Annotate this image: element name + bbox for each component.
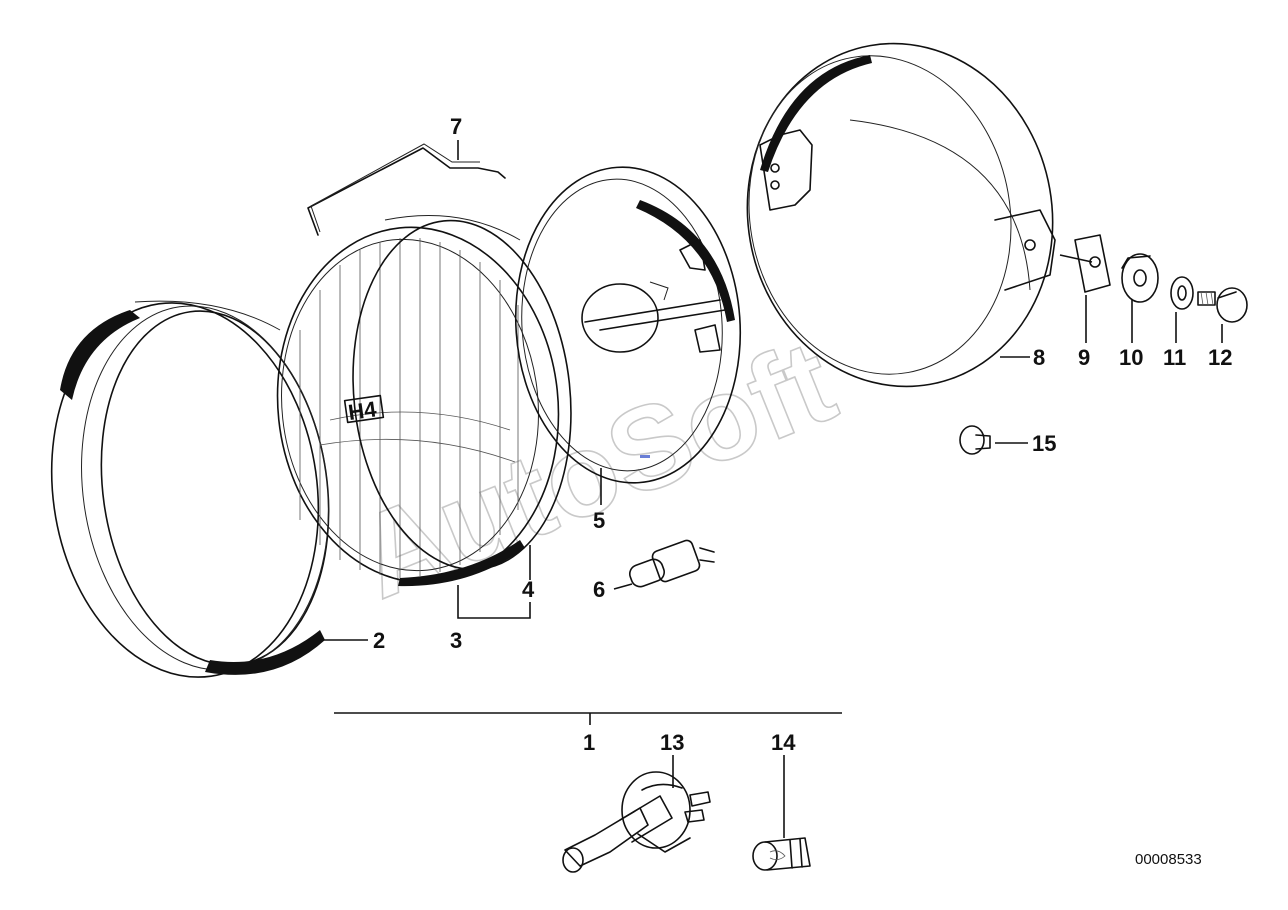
lens-marking-h4: H4	[347, 396, 379, 425]
label-part-6: 6	[593, 577, 605, 602]
small-bulb-part-14	[752, 837, 811, 871]
reflector-part-5	[514, 166, 742, 484]
label-part-10: 10	[1119, 345, 1143, 370]
label-part-4: 4	[522, 577, 535, 602]
label-part-5: 5	[593, 508, 605, 533]
washer-part-11	[1170, 276, 1194, 310]
halogen-bulb-part-13	[562, 771, 711, 873]
seal-ring-part-4	[352, 215, 572, 571]
label-part-1: 1	[583, 730, 595, 755]
label-part-2: 2	[373, 628, 385, 653]
label-part-8: 8	[1033, 345, 1045, 370]
label-part-11: 11	[1163, 345, 1186, 370]
label-part-7: 7	[450, 114, 462, 139]
grommet-part-15	[959, 425, 991, 455]
headlight-housing-part-8	[746, 42, 1056, 388]
wire-clip-part-7	[307, 143, 506, 236]
label-part-9: 9	[1078, 345, 1090, 370]
accent-mark	[640, 455, 650, 458]
label-part-14: 14	[771, 730, 796, 755]
screw-part-12	[1197, 287, 1248, 323]
trim-ring-part-2	[50, 300, 330, 678]
label-part-15: 15	[1032, 431, 1056, 456]
label-part-12: 12	[1208, 345, 1232, 370]
bracket-plate-part-9	[1059, 234, 1111, 293]
bulb-socket-part-6	[628, 539, 715, 588]
leader-lines	[320, 140, 1223, 838]
label-part-3: 3	[450, 628, 462, 653]
part-labels: 7 2 3 4 5 6 8 9 10 11 12 15 1 13 14	[373, 114, 1232, 755]
headlight-lens-part-3: H4	[276, 226, 560, 587]
rubber-bush-part-10	[1121, 253, 1159, 303]
label-part-13: 13	[660, 730, 684, 755]
drawing-number: 00008533	[1135, 851, 1202, 868]
